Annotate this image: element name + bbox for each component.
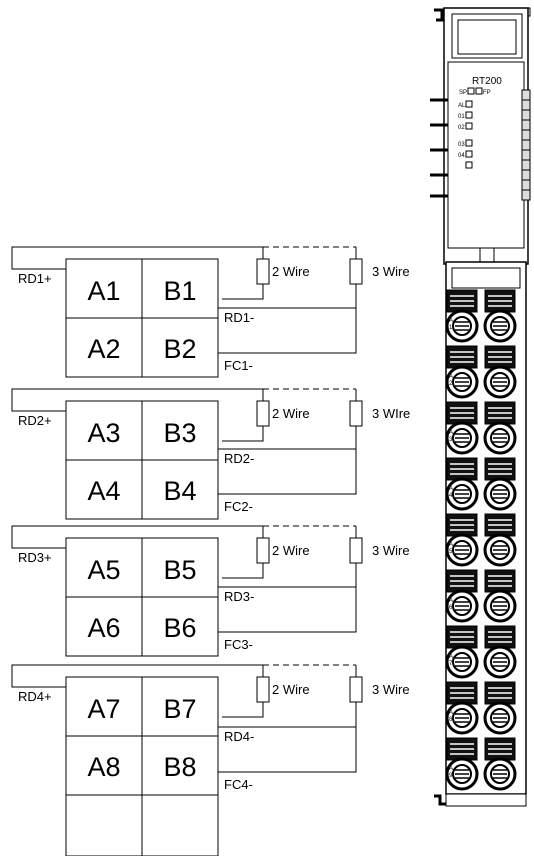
spring-clamp: [445, 401, 479, 455]
rd-plus-label: RD3+: [18, 550, 52, 565]
channel-2-labels: RD2+ RD2- FC2- 2 Wire 3 WIre A3 B3 A4 B4: [18, 406, 410, 514]
terminal-b8: B8: [163, 752, 196, 782]
spring-clamp: [483, 457, 517, 511]
spring-clamp: [445, 457, 479, 511]
rd-plus-label: RD4+: [18, 689, 52, 704]
spring-clamp: [483, 737, 517, 791]
led-sp-label: SP: [459, 90, 467, 96]
terminal-b7: B7: [163, 694, 196, 724]
channel-4-labels: RD4+ RD4- FC4- 2 Wire 3 Wire A7 B7 A8 B8: [18, 682, 410, 792]
rd-minus-label: RD4-: [224, 729, 254, 744]
two-wire-label: 2 Wire: [272, 682, 310, 697]
fc-label: FC3-: [224, 637, 253, 652]
terminal-a4: A4: [87, 476, 120, 506]
terminal-a3: A3: [87, 418, 120, 448]
spring-clamp: [483, 513, 517, 567]
led-al-label: AL: [458, 103, 466, 109]
terminal-a7: A7: [87, 694, 120, 724]
terminal-b4: B4: [163, 476, 196, 506]
spring-clamp: [483, 625, 517, 679]
spring-clamp: [445, 625, 479, 679]
connector-ridges: [521, 89, 531, 201]
led-01-label: 01: [458, 114, 465, 120]
rd-minus-label: RD2-: [224, 451, 254, 466]
channel-2: [11, 388, 363, 520]
terminal-b2: B2: [163, 334, 196, 364]
terminal-b1: B1: [163, 276, 196, 306]
terminal-a6: A6: [87, 613, 120, 643]
led-03-label: 03: [458, 142, 465, 148]
spring-clamp: [483, 289, 517, 343]
terminal-b5: B5: [163, 555, 196, 585]
channel-3-labels: RD3+ RD3- FC3- 2 Wire 3 Wire A5 B5 A6 B6: [18, 543, 410, 652]
channel-1: [11, 246, 363, 378]
spring-clamp: [483, 345, 517, 399]
rd-plus-label: RD2+: [18, 413, 52, 428]
three-wire-label: 3 Wire: [372, 682, 410, 697]
spring-clamp: [445, 345, 479, 399]
module-labels: RT200 SP FP AL 01 02 03 04: [458, 76, 502, 159]
channel-1-labels: RD1+ RD1- FC1- 2 Wire 3 Wire A1 B1 A2 B2: [18, 264, 410, 373]
terminal-a8: A8: [87, 752, 120, 782]
rd-minus-label: RD1-: [224, 310, 254, 325]
spring-clamp: [445, 737, 479, 791]
spring-clamp: [445, 289, 479, 343]
spring-clamp: [483, 681, 517, 735]
fc-label: FC2-: [224, 499, 253, 514]
two-wire-label: 2 Wire: [272, 264, 310, 279]
terminal-b6: B6: [163, 613, 196, 643]
terminal-a1: A1: [87, 276, 120, 306]
two-wire-label: 2 Wire: [272, 406, 310, 421]
spring-clamp: [483, 401, 517, 455]
terminal-b3: B3: [163, 418, 196, 448]
spring-clamp: [445, 569, 479, 623]
terminal-a2: A2: [87, 334, 120, 364]
channel-3: [11, 525, 363, 657]
led-fp-label: FP: [483, 90, 491, 96]
rd-minus-label: RD3-: [224, 589, 254, 604]
three-wire-label: 3 Wire: [372, 264, 410, 279]
fc-label: FC4-: [224, 777, 253, 792]
terminal-a5: A5: [87, 555, 120, 585]
led-02-label: 02: [458, 125, 465, 131]
two-wire-label: 2 Wire: [272, 543, 310, 558]
three-wire-label: 3 WIre: [372, 406, 410, 421]
spring-clamp: [445, 681, 479, 735]
fc-label: FC1-: [224, 358, 253, 373]
three-wire-label: 3 Wire: [372, 543, 410, 558]
spring-clamp: [483, 569, 517, 623]
module-model-label: RT200: [472, 76, 502, 87]
spring-clamp: [445, 513, 479, 567]
led-04-label: 04: [458, 153, 465, 159]
rd-plus-label: RD1+: [18, 271, 52, 286]
